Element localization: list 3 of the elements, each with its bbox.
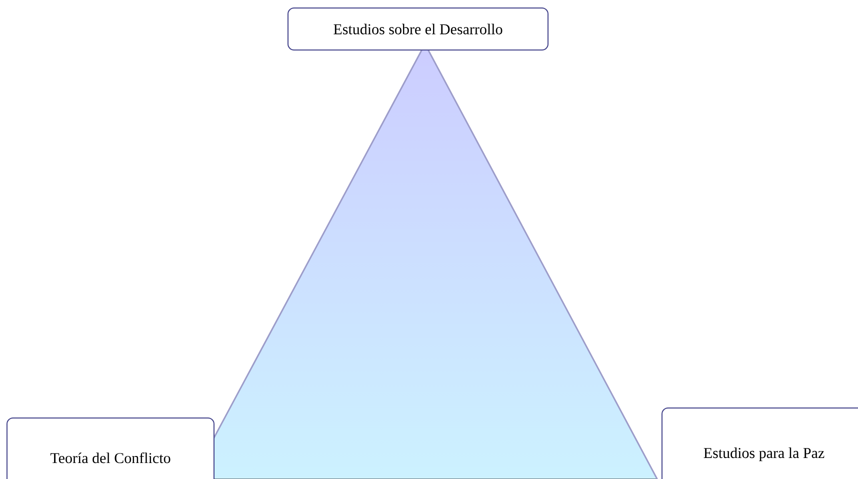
label-box: Estudios para la Paz <box>662 408 858 479</box>
label-box: Teoría del Conflicto <box>6 418 214 479</box>
label-box: Estudios sobre el Desarrollo <box>288 8 548 50</box>
